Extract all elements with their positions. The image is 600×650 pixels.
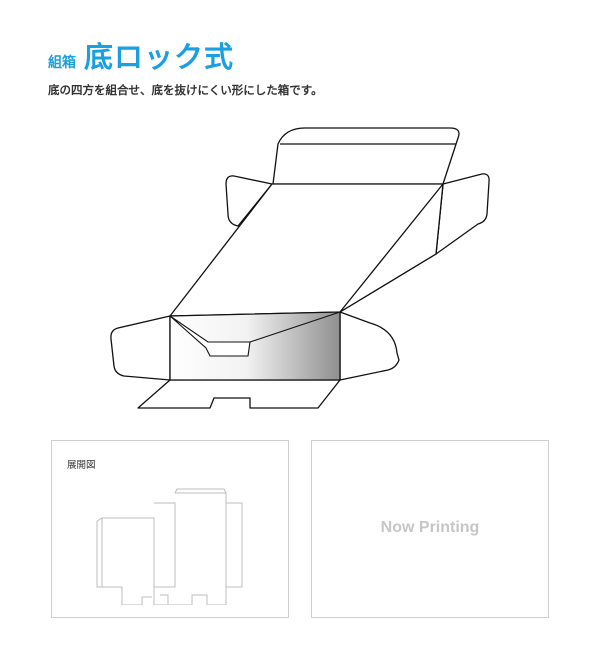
top-lid-flap [272,127,460,185]
development-label: 展開図 [67,460,96,471]
page-header: 組箱 底ロック式 [48,34,234,76]
right-side-panel [339,183,444,313]
now-printing-text: Now Printing [380,519,480,536]
category-label: 組箱 [48,55,76,71]
left-lower-flap [110,315,171,381]
development-panel: 展開図 [51,440,289,618]
lock-slot [169,315,251,357]
description-text: 底の四方を組合せ、底を抜けにくい形にした箱です。 [48,83,323,97]
box-illustration [100,118,510,418]
development-net [96,488,243,605]
right-lower-flap [339,311,400,381]
preview-panel: Now Printing [311,440,549,618]
right-upper-flap [435,173,490,255]
bottom-lock-flap [137,379,341,409]
fold-line [249,311,341,343]
page-title: 底ロック式 [84,40,235,74]
front-panel [169,311,341,381]
left-upper-flap [225,175,273,227]
